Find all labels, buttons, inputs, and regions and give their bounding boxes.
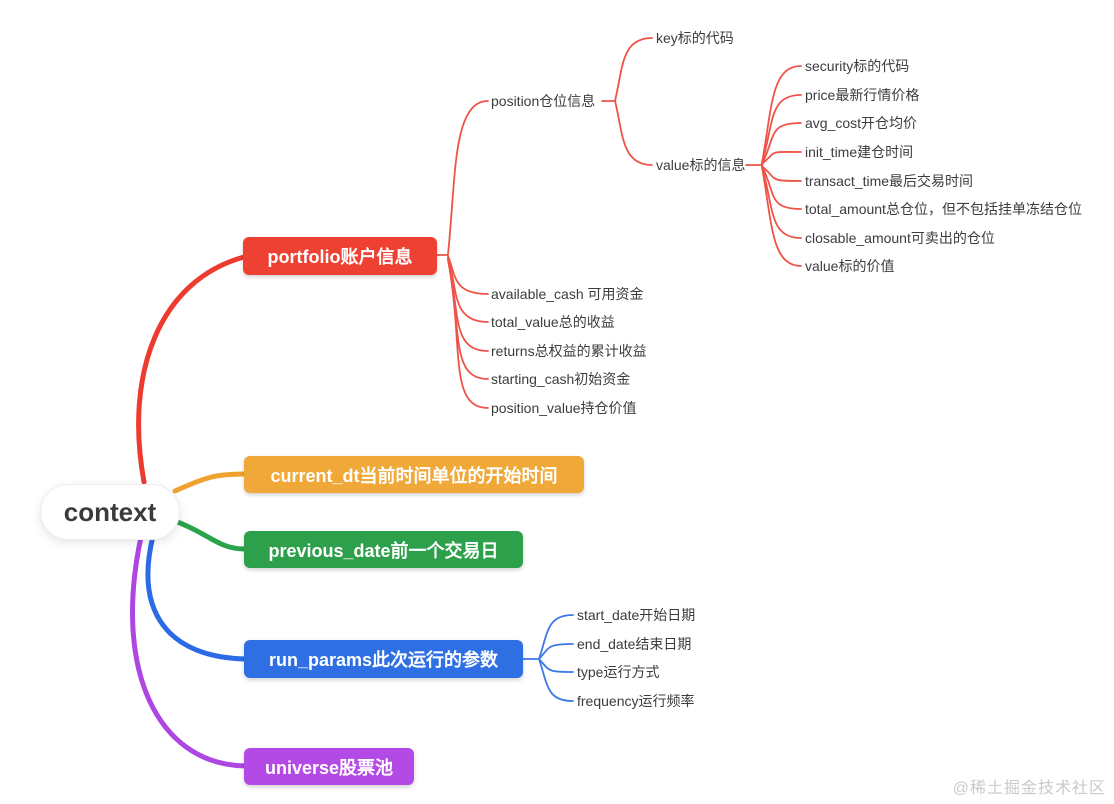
edge-context-previous-date <box>172 518 248 552</box>
leaf-type[interactable]: type运行方式 <box>577 664 660 680</box>
root-node-context[interactable]: context <box>40 484 180 540</box>
edge-run-params-frequency <box>538 658 574 702</box>
leaf-end-date[interactable]: end_date结束日期 <box>577 636 692 652</box>
branch-previous-date[interactable]: previous_date前一个交易日 <box>244 531 523 568</box>
edge-context-universe <box>130 534 248 769</box>
edge-context-run-params <box>145 533 248 662</box>
edge-context-portfolio <box>136 254 247 485</box>
leaf-security[interactable]: security标的代码 <box>805 58 910 74</box>
edge-value-closable-amount <box>761 166 802 239</box>
edge-value-price <box>761 94 802 164</box>
leaf-starting-cash[interactable]: starting_cash初始资金 <box>491 371 631 387</box>
edge-run-params-type <box>538 658 574 673</box>
leaf-avg-cost[interactable]: avg_cost开仓均价 <box>805 115 918 131</box>
leaf-total-amount[interactable]: total_amount总仓位，但不包括挂单冻结仓位 <box>805 201 1082 217</box>
leaf-value-info[interactable]: value标的信息 <box>656 157 746 173</box>
edge-portfolio-starting-cash <box>447 258 489 380</box>
branch-portfolio[interactable]: portfolio账户信息 <box>243 237 437 275</box>
branch-current-dt[interactable]: current_dt当前时间单位的开始时间 <box>244 456 584 493</box>
edge-run-params-start-date <box>538 614 574 660</box>
leaf-init-time[interactable]: init_time建仓时间 <box>805 144 914 160</box>
leaf-price[interactable]: price最新行情价格 <box>805 87 920 103</box>
watermark: @稀土掘金技术社区 <box>952 780 1106 797</box>
edge-value-security <box>761 65 802 164</box>
leaf-transact-time[interactable]: transact_time最后交易时间 <box>805 173 974 189</box>
leaf-total-value[interactable]: total_value总的收益 <box>491 314 615 330</box>
edge-value-transact-time <box>761 165 802 182</box>
leaf-closable-amount[interactable]: closable_amount可卖出的仓位 <box>805 230 995 246</box>
branch-universe[interactable]: universe股票池 <box>244 748 414 785</box>
leaf-start-date[interactable]: start_date开始日期 <box>577 607 696 623</box>
leaf-position[interactable]: position仓位信息 <box>491 93 596 109</box>
leaf-position-value[interactable]: position_value持仓价值 <box>491 400 637 416</box>
edge-position-value-info <box>614 100 653 166</box>
edge-value-init-time <box>761 151 802 165</box>
leaf-available-cash[interactable]: available_cash 可用资金 <box>491 286 644 302</box>
leaf-returns[interactable]: returns总权益的累计收益 <box>491 343 647 359</box>
edge-run-params-end-date <box>538 643 574 660</box>
edge-value-value-worth <box>761 166 802 267</box>
edge-portfolio-position <box>447 100 489 255</box>
edge-context-current-dt <box>172 471 248 494</box>
edge-portfolio-position-value <box>447 259 489 409</box>
edge-value-avg-cost <box>761 122 802 165</box>
leaf-value-worth[interactable]: value标的价值 <box>805 258 895 274</box>
branch-run-params[interactable]: run_params此次运行的参数 <box>244 640 523 678</box>
edge-position-key <box>614 37 653 102</box>
leaf-frequency[interactable]: frequency运行频率 <box>577 693 695 709</box>
leaf-key[interactable]: key标的代码 <box>656 30 734 46</box>
edge-value-total-amount <box>761 165 802 210</box>
